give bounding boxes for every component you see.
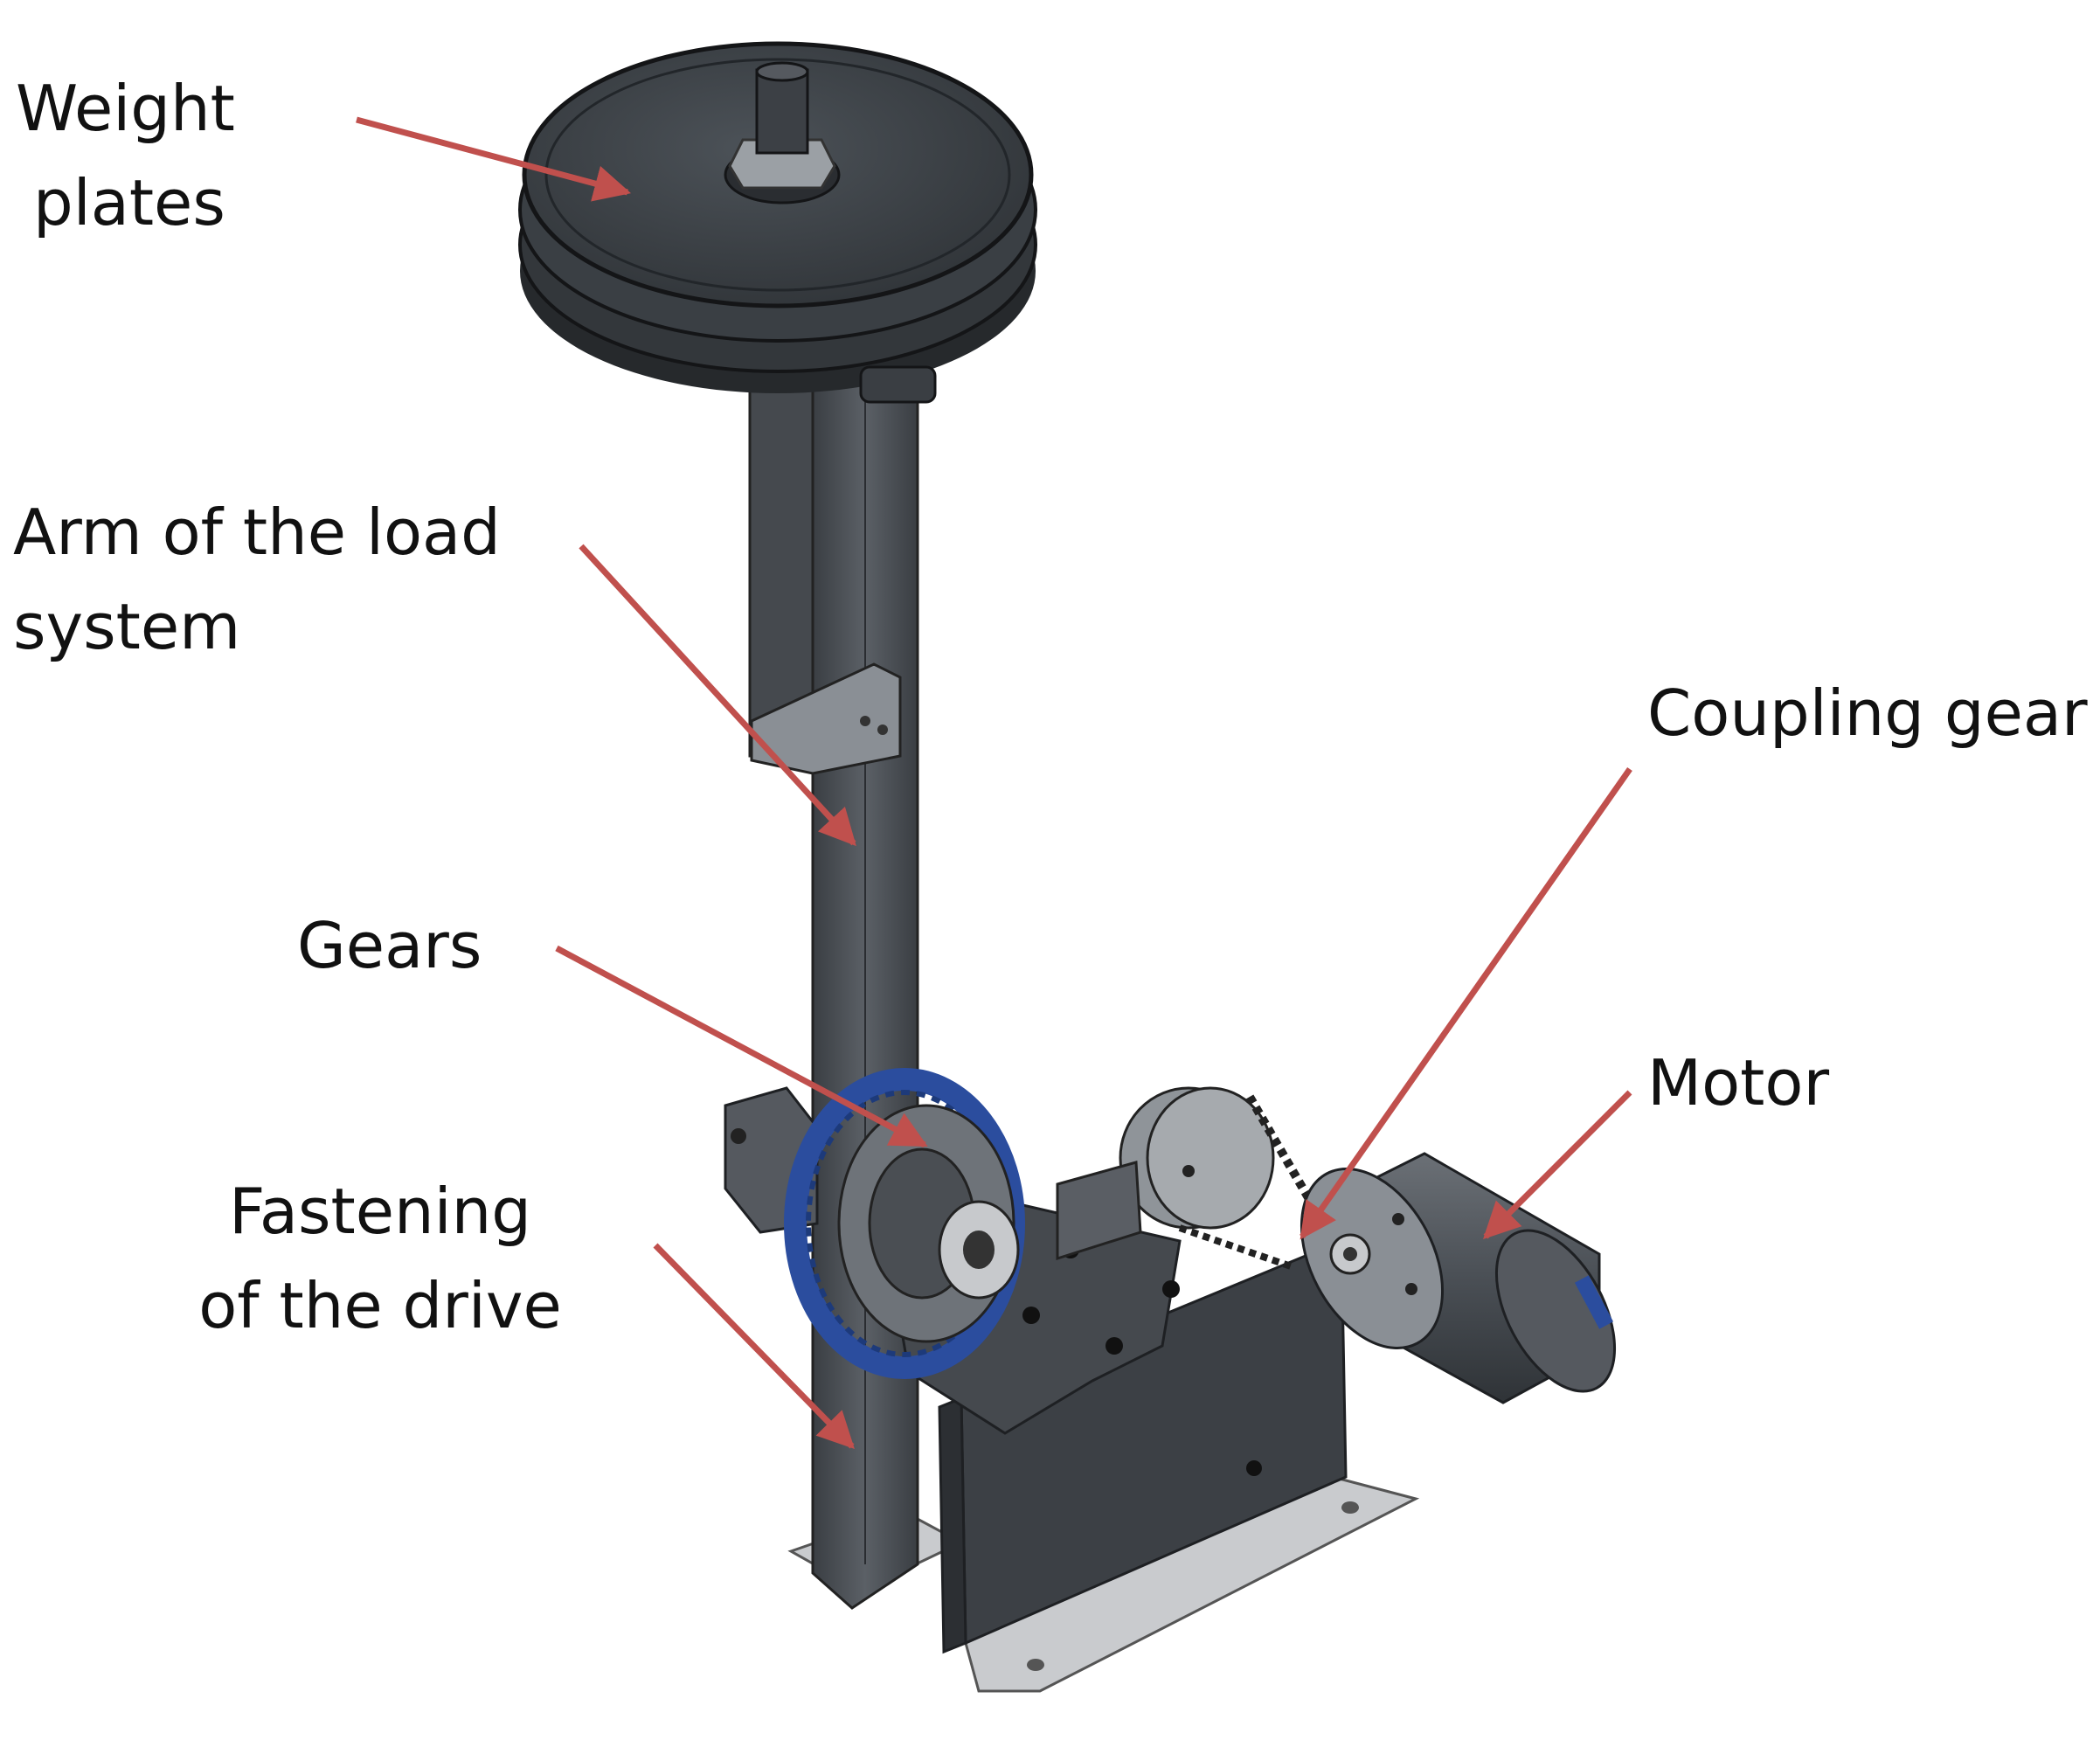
label-gears: Gears — [297, 909, 482, 982]
plate-nut-and-shaft — [724, 61, 841, 205]
arrow-gears — [555, 945, 928, 1148]
label-fastening-of-drive: Fastening of the drive — [188, 1164, 572, 1353]
arrow-fastening — [653, 1243, 855, 1450]
label-arm-of-load-system: Arm of the load system — [13, 485, 501, 674]
label-arm-line-1: Arm of the load — [13, 496, 501, 569]
label-coupling-gear: Coupling gear — [1647, 676, 2088, 750]
label-weight-plates-line-1: Weight — [16, 72, 235, 145]
arm-clamp-bracket — [750, 662, 902, 775]
motor — [1300, 1152, 1617, 1404]
label-arm-line-2: system — [13, 590, 241, 663]
label-fastening-line-2: of the drive — [198, 1269, 562, 1342]
annotation-arrows — [356, 116, 1632, 1450]
arrow-weight-plates — [356, 116, 632, 202]
coupling-pulley — [1056, 1086, 1333, 1271]
label-motor: Motor — [1647, 1046, 1830, 1120]
arrow-arm — [579, 544, 856, 847]
arrow-motor — [1483, 1090, 1632, 1239]
label-weight-plates: Weight plates — [16, 61, 235, 250]
label-weight-plates-line-2: plates — [33, 166, 225, 239]
mounting-bracket — [938, 1238, 1348, 1654]
large-gear-with-belt — [784, 1068, 1025, 1379]
weight-plates — [518, 41, 1037, 404]
arrow-coupling-gear — [1300, 766, 1632, 1240]
label-fastening-line-1: Fastening — [229, 1175, 531, 1248]
